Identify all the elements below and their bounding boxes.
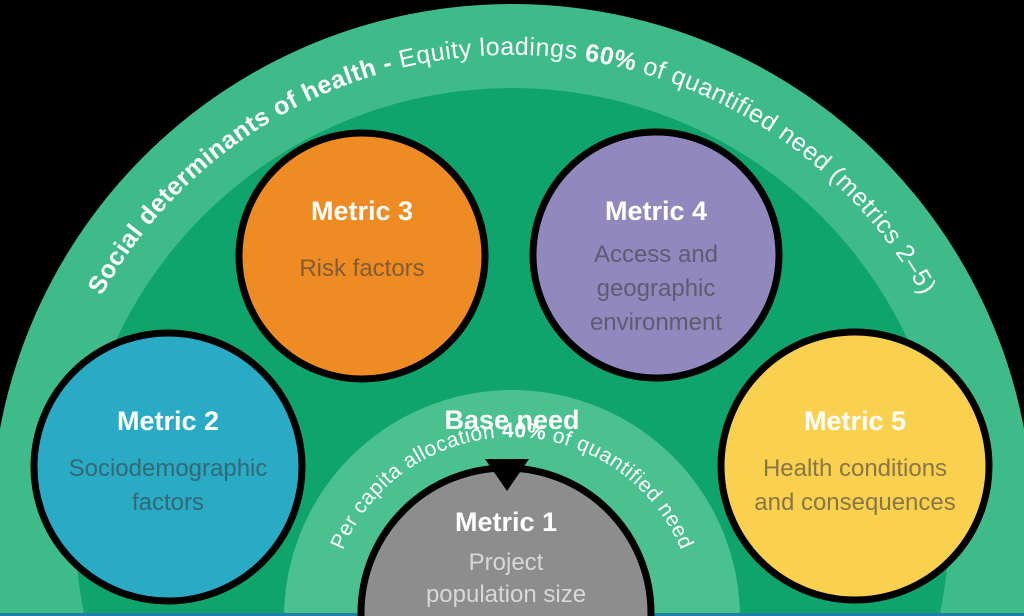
metric-1-subtitle-line: Project — [469, 549, 544, 576]
metric-5-subtitle-text: Health conditions — [763, 455, 947, 482]
metric-4-circle — [529, 128, 783, 382]
metric-1-subtitle-line: population size — [426, 581, 586, 608]
metric-4-title: Metric 4 — [605, 196, 707, 226]
metric-5-circle — [717, 328, 993, 604]
metric-3-title: Metric 3 — [311, 196, 413, 226]
metric-2-title: Metric 2 — [117, 406, 219, 436]
metric-4-subtitle-line: geographic — [597, 275, 716, 302]
metric-5-subtitle-line: Health conditions — [763, 455, 947, 482]
metric-4-subtitle-line: Access and — [594, 241, 718, 268]
metric-5-subtitle-text: and consequences — [754, 489, 956, 516]
base-need-title: Base need — [444, 405, 579, 435]
metric-3-circle — [235, 129, 489, 383]
metric-5-title: Metric 5 — [804, 406, 906, 436]
metric-1-subtitle-text: Project — [469, 549, 544, 576]
metric-1-subtitle-text: population size — [426, 581, 586, 608]
metric-4-subtitle-text: geographic — [597, 275, 716, 302]
metric-2-subtitle-line: Sociodemographic — [69, 455, 268, 482]
metric-2-subtitle-text: Sociodemographic — [69, 455, 268, 482]
metric-2-circle — [30, 329, 306, 605]
metric-4-subtitle-text: Access and — [594, 241, 718, 268]
metric-4-subtitle-text: environment — [590, 309, 722, 336]
metric-4-subtitle-line: environment — [590, 309, 722, 336]
metric-3-subtitle-text: Risk factors — [299, 255, 424, 282]
notch-pointer-icon — [485, 459, 529, 491]
metric-2-subtitle-text: factors — [132, 489, 204, 516]
metric-1-title: Metric 1 — [455, 507, 557, 537]
metric-2-subtitle-line: factors — [132, 489, 204, 516]
metric-3-subtitle-line: Risk factors — [299, 255, 424, 282]
metric-5-subtitle-line: and consequences — [754, 489, 956, 516]
